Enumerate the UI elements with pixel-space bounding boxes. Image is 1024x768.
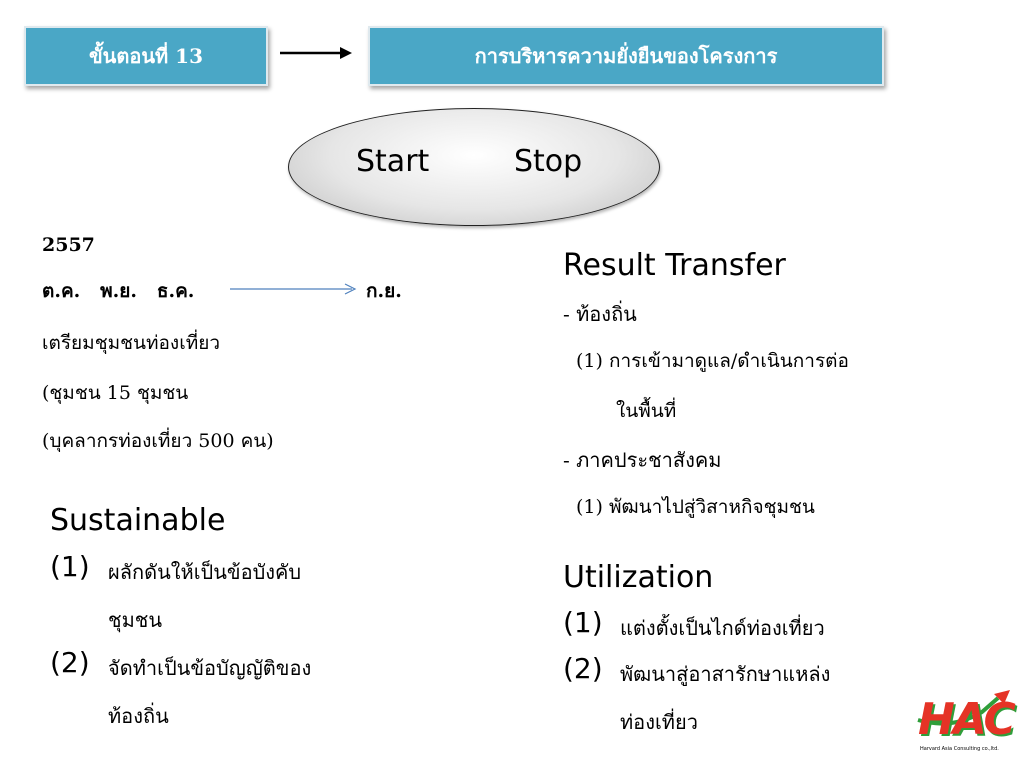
- sustainable-item-2-line2: ท้องถิ่น: [108, 704, 169, 728]
- utilization-item-2-line2: ท่องเที่ยว: [620, 710, 698, 734]
- sustainable-item-2-num: (2): [50, 646, 90, 679]
- sustainable-item-1-line2: ชุมชน: [108, 608, 163, 632]
- result-transfer-local-item-1: (1) การเข้ามาดูแล/ดำเนินการต่อ: [576, 350, 849, 372]
- timeline-activity: เตรียมชุมชนท่องเที่ยว: [42, 332, 221, 354]
- hac-logo: HAC Harvard Asia Consulting co.,ltd.: [912, 690, 1020, 760]
- utilization-item-2-num: (2): [563, 652, 603, 685]
- result-transfer-local-label: - ท้องถิ่น: [563, 302, 637, 326]
- step-label-box: ขั้นตอนที่ 13: [24, 26, 268, 86]
- logo-subtitle: Harvard Asia Consulting co.,ltd.: [920, 746, 999, 752]
- title-box: การบริหารความยั่งยืนของโครงการ: [368, 26, 884, 86]
- timeline-months-start: ต.ค. พ.ย. ธ.ค.: [42, 280, 195, 302]
- utilization-item-2-line1: พัฒนาสู่อาสารักษาแหล่ง: [620, 662, 831, 686]
- timeline-communities: (ชุมชน 15 ชุมชน: [42, 382, 189, 404]
- logo-swoosh-icon: [917, 690, 1010, 726]
- utilization-heading: Utilization: [563, 560, 714, 595]
- result-transfer-civil-label: - ภาคประชาสังคม: [563, 448, 722, 472]
- timeline-month-end: ก.ย.: [366, 280, 402, 302]
- stop-label: Stop: [514, 144, 583, 179]
- result-transfer-local-item-1b: ในพื้นที่: [616, 400, 677, 422]
- timeline-staff: (บุคลากรท่องเที่ยว 500 คน): [42, 430, 274, 452]
- start-stop-ellipse: [288, 108, 660, 226]
- sustainable-item-1-line1: ผลักดันให้เป็นข้อบังคับ: [108, 560, 302, 584]
- result-transfer-heading: Result Transfer: [563, 248, 786, 283]
- sustainable-item-1-num: (1): [50, 550, 90, 583]
- sustainable-item-2-line1: จัดทำเป็นข้อบัญญัติของ: [108, 656, 312, 680]
- result-transfer-civil-item-1: (1) พัฒนาไปสู่วิสาหกิจชุมชน: [576, 496, 815, 518]
- utilization-item-1-line1: แต่งตั้งเป็นไกด์ท่องเที่ยว: [620, 616, 825, 640]
- slide-title: การบริหารความยั่งยืนของโครงการ: [474, 44, 778, 68]
- step-label: ขั้นตอนที่ 13: [89, 44, 203, 68]
- timeline-year: 2557: [42, 234, 95, 256]
- sustainable-heading: Sustainable: [50, 503, 226, 538]
- logo-text: HAC: [918, 694, 1016, 745]
- start-label: Start: [356, 144, 430, 179]
- utilization-item-1-num: (1): [563, 606, 603, 639]
